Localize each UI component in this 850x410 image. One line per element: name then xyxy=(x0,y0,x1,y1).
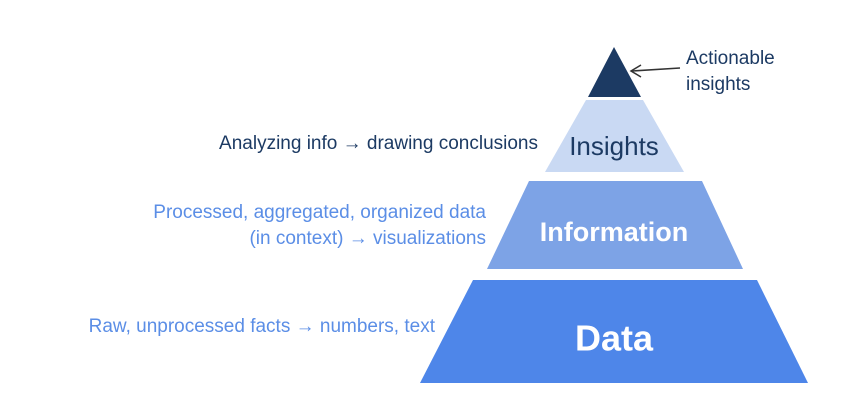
apex-triangle xyxy=(588,47,641,97)
tier-label-insights: Insights xyxy=(569,131,659,161)
tier-information-shape xyxy=(487,181,743,269)
description-data-text: Raw, unprocessed facts → numbers, text xyxy=(88,316,435,337)
callout-line-1: Actionable xyxy=(686,48,775,69)
callout-actionable-insights: Actionable insights xyxy=(686,46,775,98)
tier-label-data: Data xyxy=(575,318,654,359)
description-insights-text: Analyzing info → drawing conclusions xyxy=(219,133,538,154)
tier-label-information: Information xyxy=(540,217,689,247)
description-insights: Analyzing info → drawing conclusions xyxy=(219,131,538,157)
description-information: Processed, aggregated, organized data (i… xyxy=(153,200,486,252)
description-data: Raw, unprocessed facts → numbers, text xyxy=(89,314,435,340)
tier-insights-shape xyxy=(545,100,684,172)
callout-line-2: insights xyxy=(686,74,751,95)
tier-data-shape xyxy=(420,280,808,383)
callout-arrow xyxy=(629,64,681,78)
description-information-line-1: Processed, aggregated, organized data xyxy=(153,202,486,223)
description-information-line-2: (in context) → visualizations xyxy=(249,228,486,249)
